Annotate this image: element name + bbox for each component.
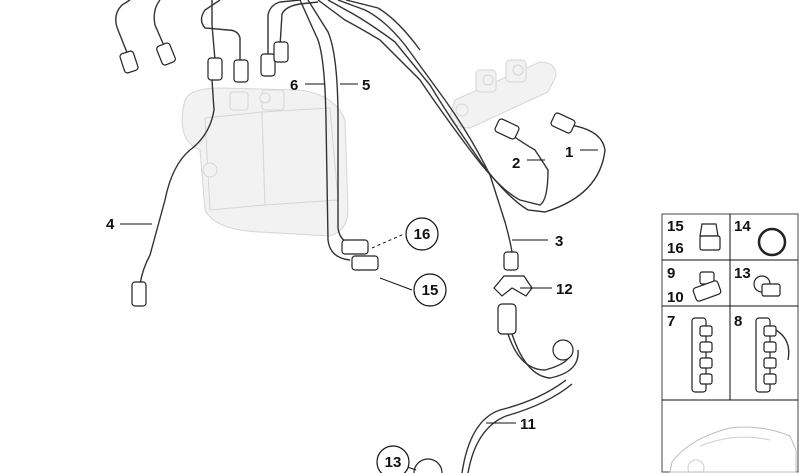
abs-hydraulic-unit [181, 87, 349, 237]
callout-11: 11 [520, 416, 536, 433]
callout-4: 4 [106, 216, 115, 233]
leader-lines [120, 83, 598, 471]
callout-6: 6 [290, 77, 298, 94]
brake-pipes-upper [115, 0, 319, 62]
inset-label-9: 9 [667, 265, 675, 282]
pipe-clip-7 [691, 317, 713, 393]
callout-1: 1 [565, 144, 573, 161]
brake-pipes-1-2-3 [317, 0, 606, 253]
callout-15: 15 [422, 282, 439, 299]
small-parts-inset: 15 16 14 9 10 13 7 8 [661, 213, 799, 473]
car-silhouette [669, 426, 797, 473]
callout-numbers: 6 5 1 2 3 4 12 11 16 15 13 [106, 77, 573, 473]
inset-label-7: 7 [667, 313, 675, 330]
inset-label-10: 10 [667, 289, 684, 306]
callout-13: 13 [385, 454, 402, 471]
inset-label-16: 16 [667, 240, 684, 257]
callout-3: 3 [555, 233, 563, 250]
inset-label-8: 8 [734, 313, 742, 330]
brake-pipe-4 [131, 79, 215, 307]
inset-label-15: 15 [667, 218, 684, 235]
brake-pipes-5-6 [299, 0, 379, 271]
callout-2: 2 [512, 155, 520, 172]
inset-label-14: 14 [734, 218, 751, 235]
callout-16: 16 [414, 226, 431, 243]
pipe-clip-8 [755, 317, 790, 393]
inset-label-13: 13 [734, 265, 751, 282]
bracket-and-brake-hose [413, 251, 579, 473]
master-cylinder [449, 59, 557, 129]
callout-5: 5 [362, 77, 370, 94]
pipe-fittings-top [119, 41, 289, 83]
callout-12: 12 [556, 281, 573, 298]
